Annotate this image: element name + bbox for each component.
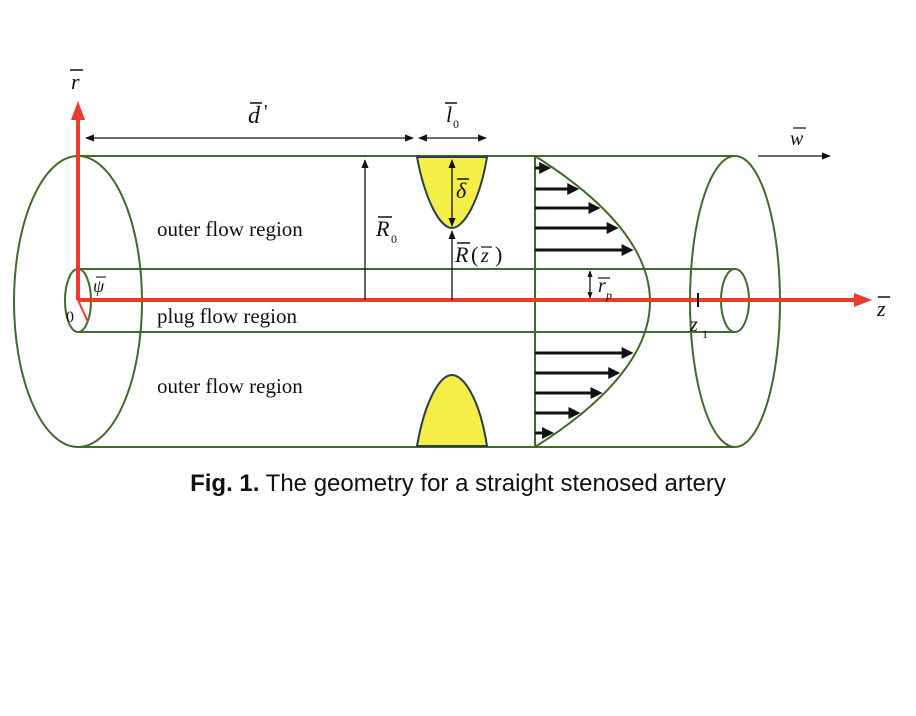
- velocity-arrowhead: [606, 222, 619, 234]
- velocity-arrows: [535, 162, 634, 439]
- psi-radius: [77, 299, 89, 323]
- stenosis-lower: [415, 373, 489, 447]
- psi-label: ψ: [93, 276, 105, 296]
- Rz-close-paren: ): [495, 242, 502, 267]
- rp-label: r: [598, 275, 606, 297]
- r-axis-arrowhead: [71, 101, 85, 120]
- z1-label: z: [689, 314, 698, 336]
- l0-sub: 0: [453, 117, 459, 131]
- plug-flow-region-label: plug flow region: [157, 304, 297, 328]
- delta-label: δ: [456, 178, 467, 203]
- Rz-label: R: [454, 242, 469, 267]
- figure-caption-label: Fig. 1.: [190, 470, 260, 497]
- velocity-arrowhead: [542, 427, 555, 439]
- z1-sub: 1: [702, 327, 708, 341]
- r-axis-label: r: [71, 69, 80, 94]
- figure-caption-text: The geometry for a straight stenosed art…: [259, 470, 726, 497]
- d-prime-label: d: [248, 103, 261, 129]
- figure-caption: Fig. 1. The geometry for a straight sten…: [0, 470, 916, 498]
- origin-label: 0: [66, 309, 74, 326]
- velocity-arrowhead: [621, 244, 634, 256]
- outer-flow-region-lower-label: outer flow region: [157, 374, 303, 398]
- w-label: w: [790, 128, 804, 150]
- R0-label: R: [375, 216, 390, 241]
- Rz-open-paren: (: [471, 242, 478, 267]
- rp-sub: p: [605, 288, 612, 302]
- velocity-arrowhead: [588, 202, 601, 214]
- z-axis-label: z: [876, 296, 886, 321]
- outer-flow-region-upper-label: outer flow region: [157, 217, 303, 241]
- R0-sub: 0: [391, 232, 397, 246]
- velocity-arrowhead: [621, 347, 634, 359]
- velocity-arrowhead: [568, 407, 581, 419]
- Rz-arg: z: [480, 245, 489, 267]
- velocity-arrowhead: [590, 387, 603, 399]
- d-prime-mark: ': [264, 101, 268, 123]
- velocity-arrowhead: [539, 162, 552, 174]
- z-axis-arrowhead: [854, 293, 872, 307]
- velocity-arrowhead: [608, 367, 621, 379]
- velocity-arrowhead: [567, 183, 580, 195]
- l0-label: l: [446, 102, 452, 127]
